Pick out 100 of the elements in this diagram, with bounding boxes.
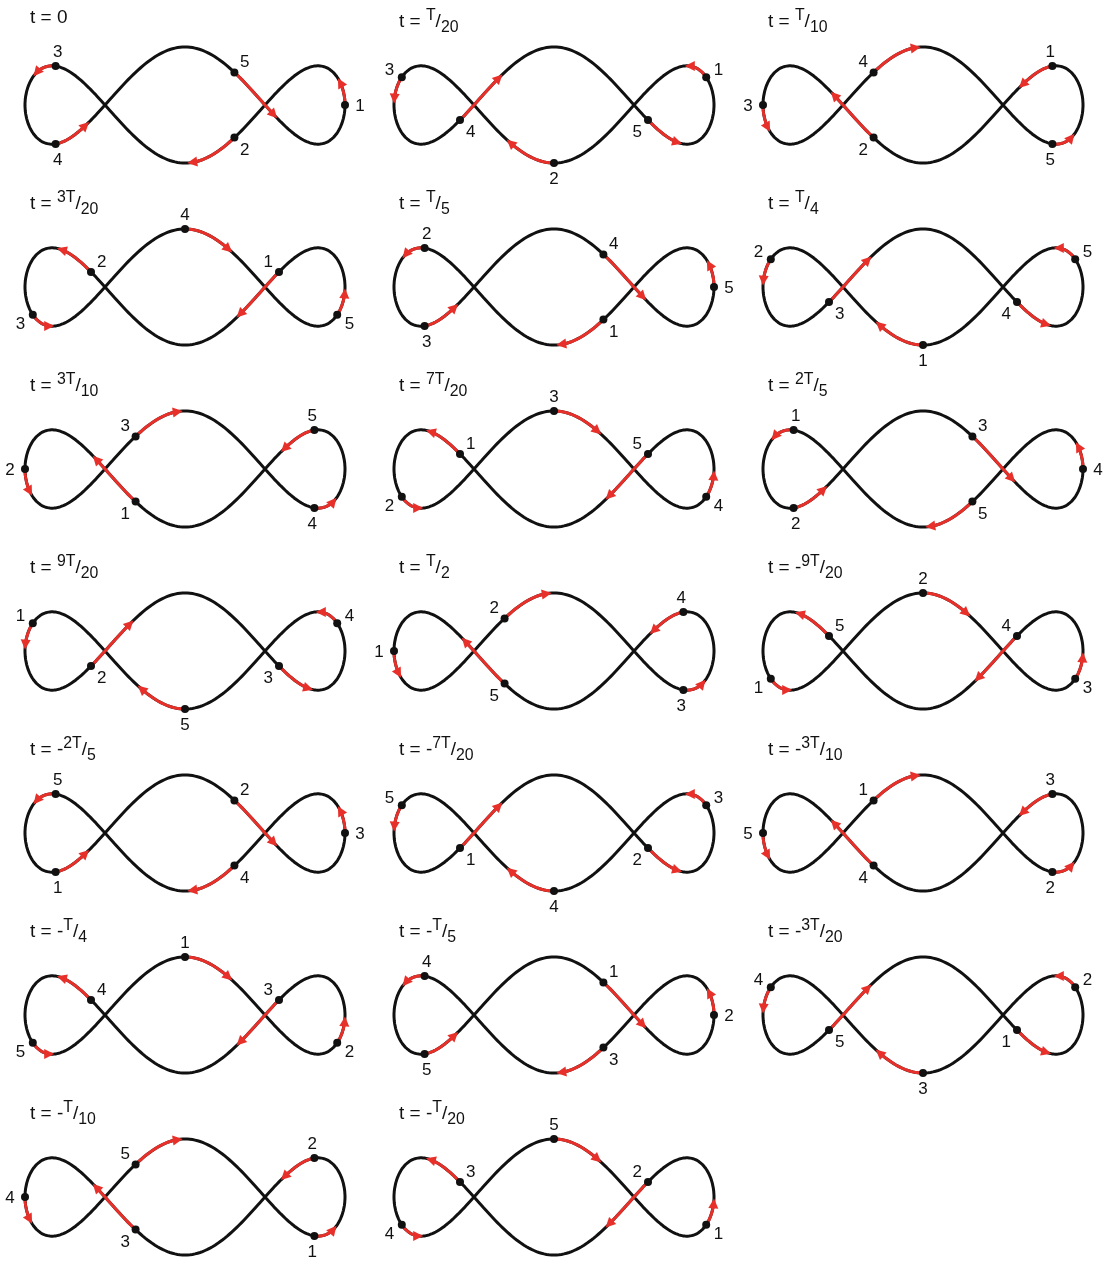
body-number: 2 (307, 1134, 317, 1152)
body-number: 3 (743, 96, 753, 114)
body-number: 2 (489, 598, 499, 616)
body-number: 4 (96, 980, 107, 998)
body-number: 4 (858, 868, 868, 886)
body-number: 4 (549, 897, 559, 915)
body-number: 4 (5, 1188, 15, 1206)
body-number: 3 (15, 314, 26, 332)
body-number: 3 (918, 1079, 928, 1097)
time-label: t = -$^{T}$/$_{10}$ (30, 1098, 96, 1129)
time-label: t = $^{3T}$/$_{10}$ (30, 370, 99, 401)
body-number: 3 (120, 1232, 130, 1250)
body-number: 5 (724, 278, 734, 296)
body-number: 3 (465, 1162, 476, 1180)
time-label: t = $^{T}$/$_{5}$ (399, 188, 450, 219)
body-number: 1 (465, 434, 476, 452)
body-number: 1 (307, 1242, 317, 1260)
body-number: 4 (676, 588, 686, 606)
body-number: 1 (15, 606, 26, 624)
time-label: t = -$^{T}$/$_{20}$ (399, 1098, 465, 1129)
body-number: 2 (240, 780, 250, 798)
body-number: 2 (858, 140, 868, 158)
body-number: 2 (724, 1006, 734, 1024)
body-number: 2 (1082, 970, 1093, 988)
body-number: 5 (120, 1144, 130, 1162)
body-number: 1 (1045, 42, 1055, 60)
time-label: t = -$^{7T}$/$_{20}$ (399, 734, 474, 765)
body-number: 2 (96, 252, 107, 270)
body-number: 5 (15, 1042, 26, 1060)
body-number: 3 (549, 387, 559, 405)
time-label: t = -$^{3T}$/$_{10}$ (768, 734, 843, 765)
body-number: 1 (53, 878, 63, 896)
body-number: 3 (120, 416, 130, 434)
body-number: 3 (53, 42, 63, 60)
body-number: 1 (1001, 1032, 1012, 1050)
body-number: 4 (609, 234, 619, 252)
body-number: 1 (713, 1224, 724, 1242)
body-number: 4 (858, 52, 868, 70)
body-number: 4 (240, 868, 250, 886)
time-label: t = -$^{3T}$/$_{20}$ (768, 916, 843, 947)
body-number: 2 (384, 496, 395, 514)
body-number: 4 (53, 150, 63, 168)
body-number: 5 (180, 715, 190, 733)
body-number: 2 (5, 460, 15, 478)
body-number: 5 (834, 1032, 845, 1050)
body-number: 4 (1001, 616, 1012, 634)
body-number: 5 (240, 52, 250, 70)
body-number: 4 (1001, 304, 1012, 322)
body-number: 3 (263, 668, 274, 686)
body-number: 1 (120, 504, 130, 522)
time-label: t = -$^{T}$/$_{4}$ (30, 916, 88, 947)
time-label: t = -$^{T}$/$_{5}$ (399, 916, 457, 947)
time-label: t = $^{7T}$/$_{20}$ (399, 370, 468, 401)
body-number: 4 (713, 496, 724, 514)
body-number: 4 (384, 1224, 395, 1242)
body-number: 4 (1093, 460, 1103, 478)
body-number: 2 (1045, 878, 1055, 896)
body-number: 1 (713, 60, 724, 78)
body-number: 3 (384, 60, 395, 78)
time-label: t = $^{9T}$/$_{20}$ (30, 552, 99, 583)
body-number: 3 (1082, 678, 1093, 696)
body-number: 2 (753, 242, 764, 260)
body-number: 1 (858, 780, 868, 798)
body-number: 5 (978, 504, 988, 522)
body-number: 5 (834, 616, 845, 634)
body-number: 2 (422, 224, 432, 242)
body-number: 1 (609, 322, 619, 340)
body-number: 2 (791, 514, 801, 532)
body-number: 5 (489, 686, 499, 704)
body-number: 3 (355, 824, 365, 842)
body-number: 1 (374, 642, 384, 660)
body-number: 1 (609, 962, 619, 980)
body-number: 3 (1045, 770, 1055, 788)
body-number: 1 (753, 678, 764, 696)
body-number: 5 (384, 788, 395, 806)
body-number: 1 (465, 850, 476, 868)
body-number: 2 (632, 850, 643, 868)
time-label: t = $^{T}$/$_{20}$ (399, 6, 459, 37)
body-number: 4 (422, 952, 432, 970)
body-number: 1 (180, 933, 190, 951)
body-number: 5 (307, 406, 317, 424)
time-label: t = -$^{9T}$/$_{20}$ (768, 552, 843, 583)
body-number: 5 (53, 770, 63, 788)
body-number: 5 (1082, 242, 1093, 260)
body-number: 4 (465, 122, 476, 140)
body-number: 4 (307, 514, 317, 532)
body-number: 2 (240, 140, 250, 158)
body-number: 1 (355, 96, 365, 114)
body-number: 3 (713, 788, 724, 806)
body-number: 5 (549, 1115, 559, 1133)
body-number: 3 (422, 332, 432, 350)
body-number: 5 (422, 1060, 432, 1078)
body-number: 2 (918, 569, 928, 587)
time-label: t = $^{3T}$/$_{20}$ (30, 188, 99, 219)
body-number: 2 (344, 1042, 355, 1060)
body-number: 3 (978, 416, 988, 434)
body-number: 1 (263, 252, 274, 270)
time-label: t = $^{2T}$/$_{5}$ (768, 370, 828, 401)
time-label: t = $^{T}$/$_{4}$ (768, 188, 819, 219)
body-number: 1 (918, 351, 928, 369)
